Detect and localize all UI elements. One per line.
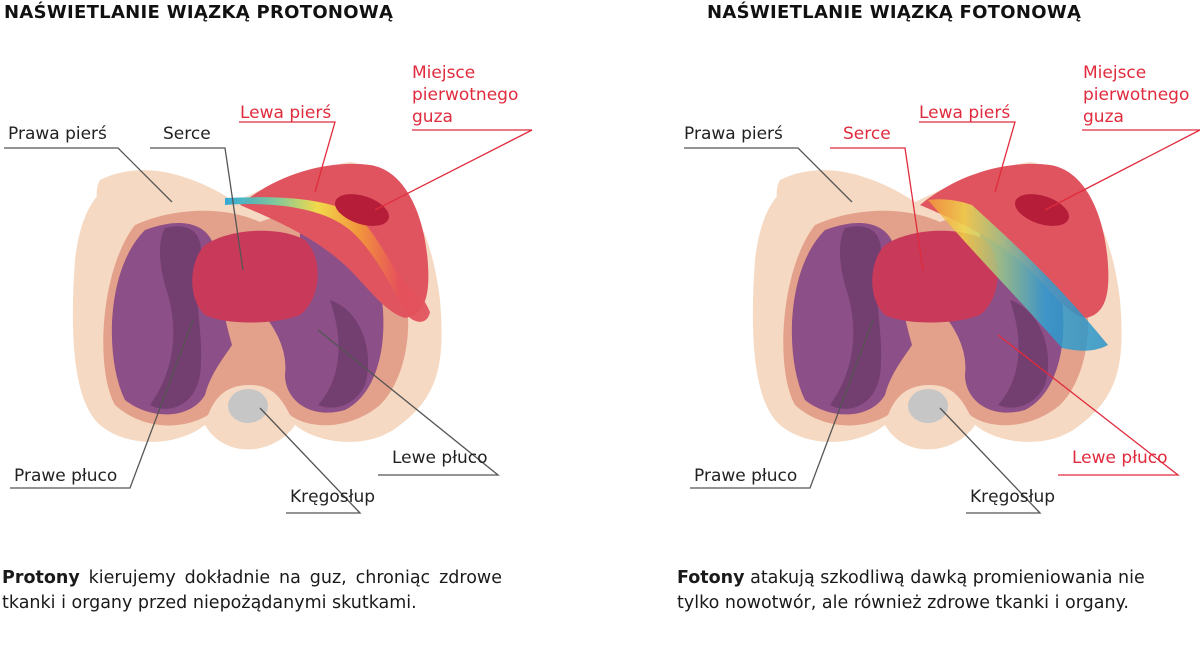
photon-description-text: atakują szkodliwą dawką promieniowania n… — [677, 568, 1145, 613]
label-left-breast-photon: Lewa pierś — [919, 103, 1010, 123]
heart — [872, 230, 998, 323]
label-tumor-line3-photon: guza — [1083, 107, 1124, 127]
photon-panel-title: NAŚWIETLANIE WIĄZKĄ FOTONOWĄ — [707, 2, 1082, 23]
label-right-lung: Prawe płuco — [14, 466, 117, 486]
photon-beam — [928, 199, 1108, 351]
radiation-diagrams: Prawa pierś Serce Lewa pierś Miejsce pie… — [4, 63, 1200, 514]
proton-panel-title: NAŚWIETLANIE WIĄZKĄ PROTONOWĄ — [4, 2, 394, 23]
left-lung-shade — [318, 300, 369, 408]
proton-beam — [225, 197, 430, 322]
label-spine: Kręgosłup — [290, 487, 375, 507]
label-tumor-line1-photon: Miejsce — [1083, 63, 1146, 83]
label-right-breast-photon: Prawa pierś — [684, 124, 783, 144]
tumor — [1015, 194, 1069, 226]
spine — [228, 389, 268, 423]
proton-description: Protony kierujemy dokładnie na guz, chro… — [2, 566, 502, 616]
right-lung-shade — [830, 226, 882, 409]
label-heart: Serce — [163, 124, 211, 144]
label-left-lung: Lewe płuco — [392, 448, 488, 468]
label-right-lung-photon: Prawe płuco — [694, 466, 797, 486]
left-breast — [920, 163, 1109, 318]
photon-anatomy — [752, 162, 1122, 450]
photon-description-bold: Fotony — [677, 568, 745, 588]
proton-description-text: kierujemy dokładnie na guz, chroniąc zdr… — [2, 568, 502, 613]
tumor — [335, 194, 389, 226]
right-lung-shade — [150, 226, 202, 409]
spine — [908, 389, 948, 423]
label-right-breast: Prawa pierś — [8, 124, 107, 144]
label-spine-photon: Kręgosłup — [970, 487, 1055, 507]
label-tumor-line3: guza — [412, 107, 453, 127]
heart — [192, 230, 318, 323]
photon-leader-lines — [684, 121, 1200, 514]
label-tumor-line2: pierwotnego — [412, 85, 518, 105]
label-heart-photon: Serce — [843, 124, 891, 144]
proton-leader-lines — [4, 121, 533, 514]
label-left-lung-photon: Lewe płuco — [1072, 448, 1168, 468]
label-tumor-line1: Miejsce — [412, 63, 475, 83]
photon-description: Fotony atakują szkodliwą dawką promienio… — [677, 566, 1177, 616]
label-tumor-line2-photon: pierwotnego — [1083, 85, 1189, 105]
proton-description-bold: Protony — [2, 568, 80, 588]
proton-anatomy — [72, 162, 442, 450]
label-left-breast: Lewa pierś — [240, 103, 331, 123]
